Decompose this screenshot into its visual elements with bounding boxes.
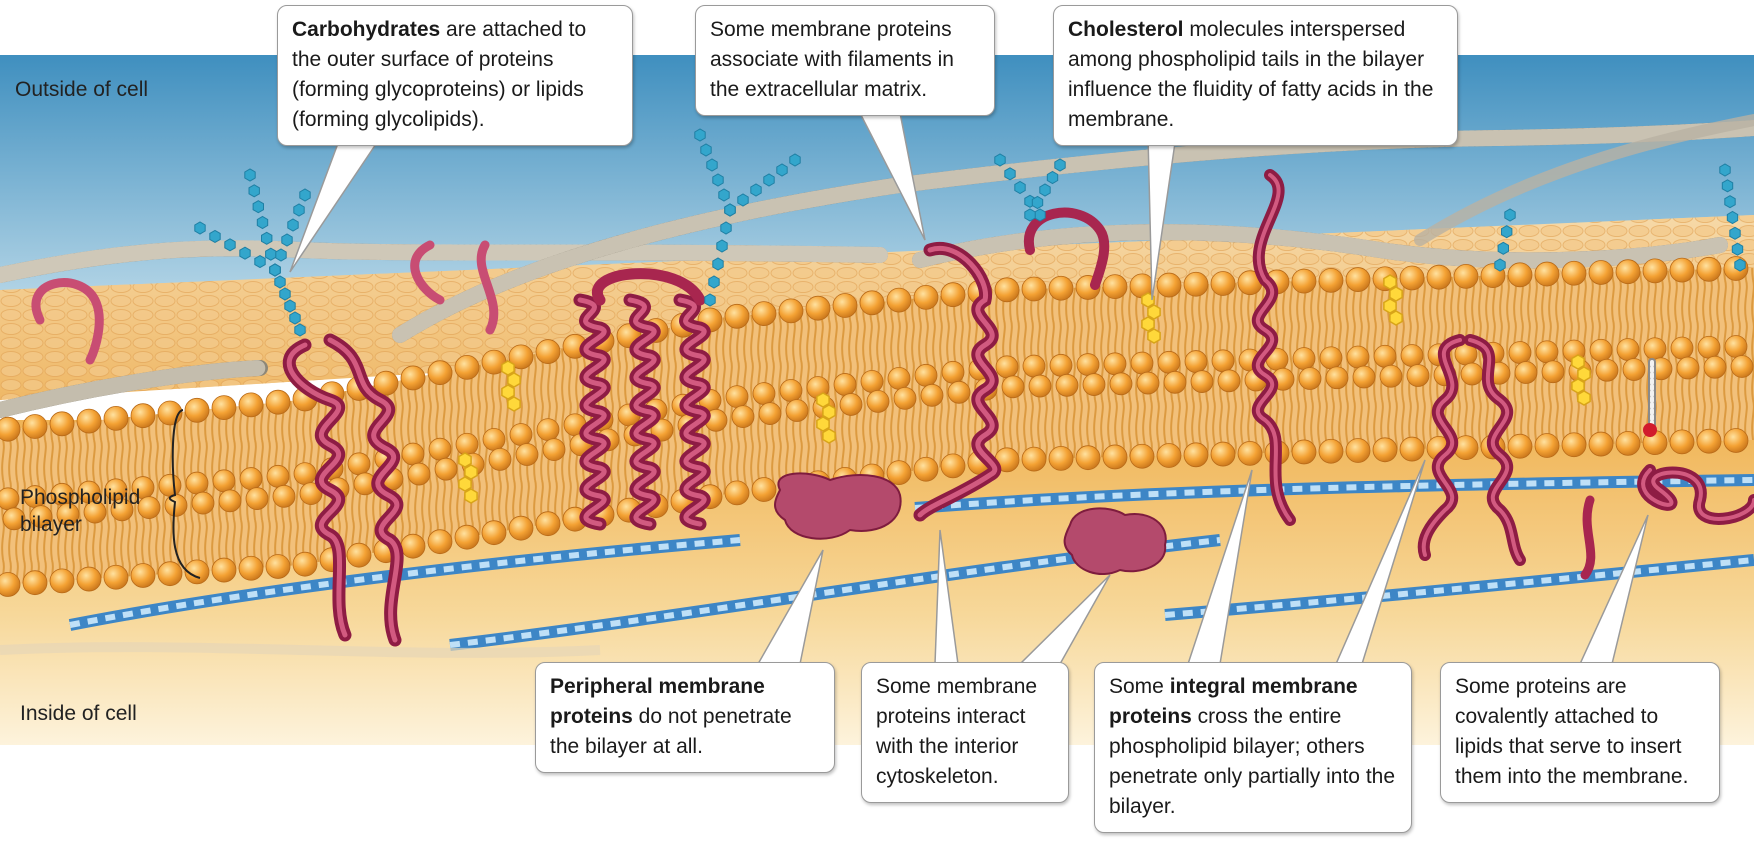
callout-cholesterol-text: molecules interspersed among phospholipi… — [1068, 18, 1434, 131]
callout-cholesterol-bold: Cholesterol — [1068, 18, 1184, 41]
inside-of-cell-label: Inside of cell — [20, 702, 137, 725]
phospholipid-bilayer — [0, 256, 1754, 597]
ecm-filaments — [0, 114, 1754, 418]
callout-filaments-text: Some membrane proteins associate with fi… — [710, 18, 954, 101]
cholesterol-molecules — [458, 274, 1591, 504]
callout-integral-proteins: Some integral membrane proteins cross th… — [1094, 662, 1412, 833]
bilayer-label-line1: Phospholipid — [20, 486, 141, 509]
callout-peripheral-bold: Peripheral membrane proteins — [550, 675, 765, 728]
callout-integral-pre: Some — [1109, 675, 1170, 698]
callout-cytoskeleton: Some membrane proteins interact with the… — [861, 662, 1069, 803]
membrane-proteins — [31, 169, 1754, 647]
callout-integral-bold: integral membrane proteins — [1109, 675, 1358, 728]
callout-carbohydrates-text: are attached to the outer surface of pro… — [292, 18, 587, 131]
outside-of-cell-label: Outside of cell — [15, 78, 149, 101]
callout-carbohydrates: Carbohydrates are attached to the outer … — [277, 5, 633, 146]
callout-cytoskeleton-text: Some membrane proteins interact with the… — [876, 675, 1038, 788]
callout-cholesterol: Cholesterol molecules interspersed among… — [1053, 5, 1458, 146]
callout-peripheral-text: do not penetrate the bilayer at all. — [550, 705, 792, 758]
callout-peripheral-proteins: Peripheral membrane proteins do not pene… — [535, 662, 835, 773]
callout-lipid-anchor-text: Some proteins are covalently attached to… — [1455, 675, 1689, 788]
callout-lipid-anchored: Some proteins are covalently attached to… — [1440, 662, 1720, 803]
callout-ecm-filaments: Some membrane proteins associate with fi… — [695, 5, 995, 116]
peripheral-proteins — [774, 472, 1167, 575]
phospholipid-bilayer-label: Phospholipid bilayer — [20, 484, 140, 538]
callout-carbohydrates-bold: Carbohydrates — [292, 18, 441, 41]
carbohydrate-chains — [194, 128, 1746, 337]
callout-integral-text: cross the entire phospholipid bilayer; o… — [1109, 705, 1396, 818]
bilayer-label-line2: bilayer — [20, 513, 82, 536]
bilayer-bracket — [168, 409, 201, 579]
